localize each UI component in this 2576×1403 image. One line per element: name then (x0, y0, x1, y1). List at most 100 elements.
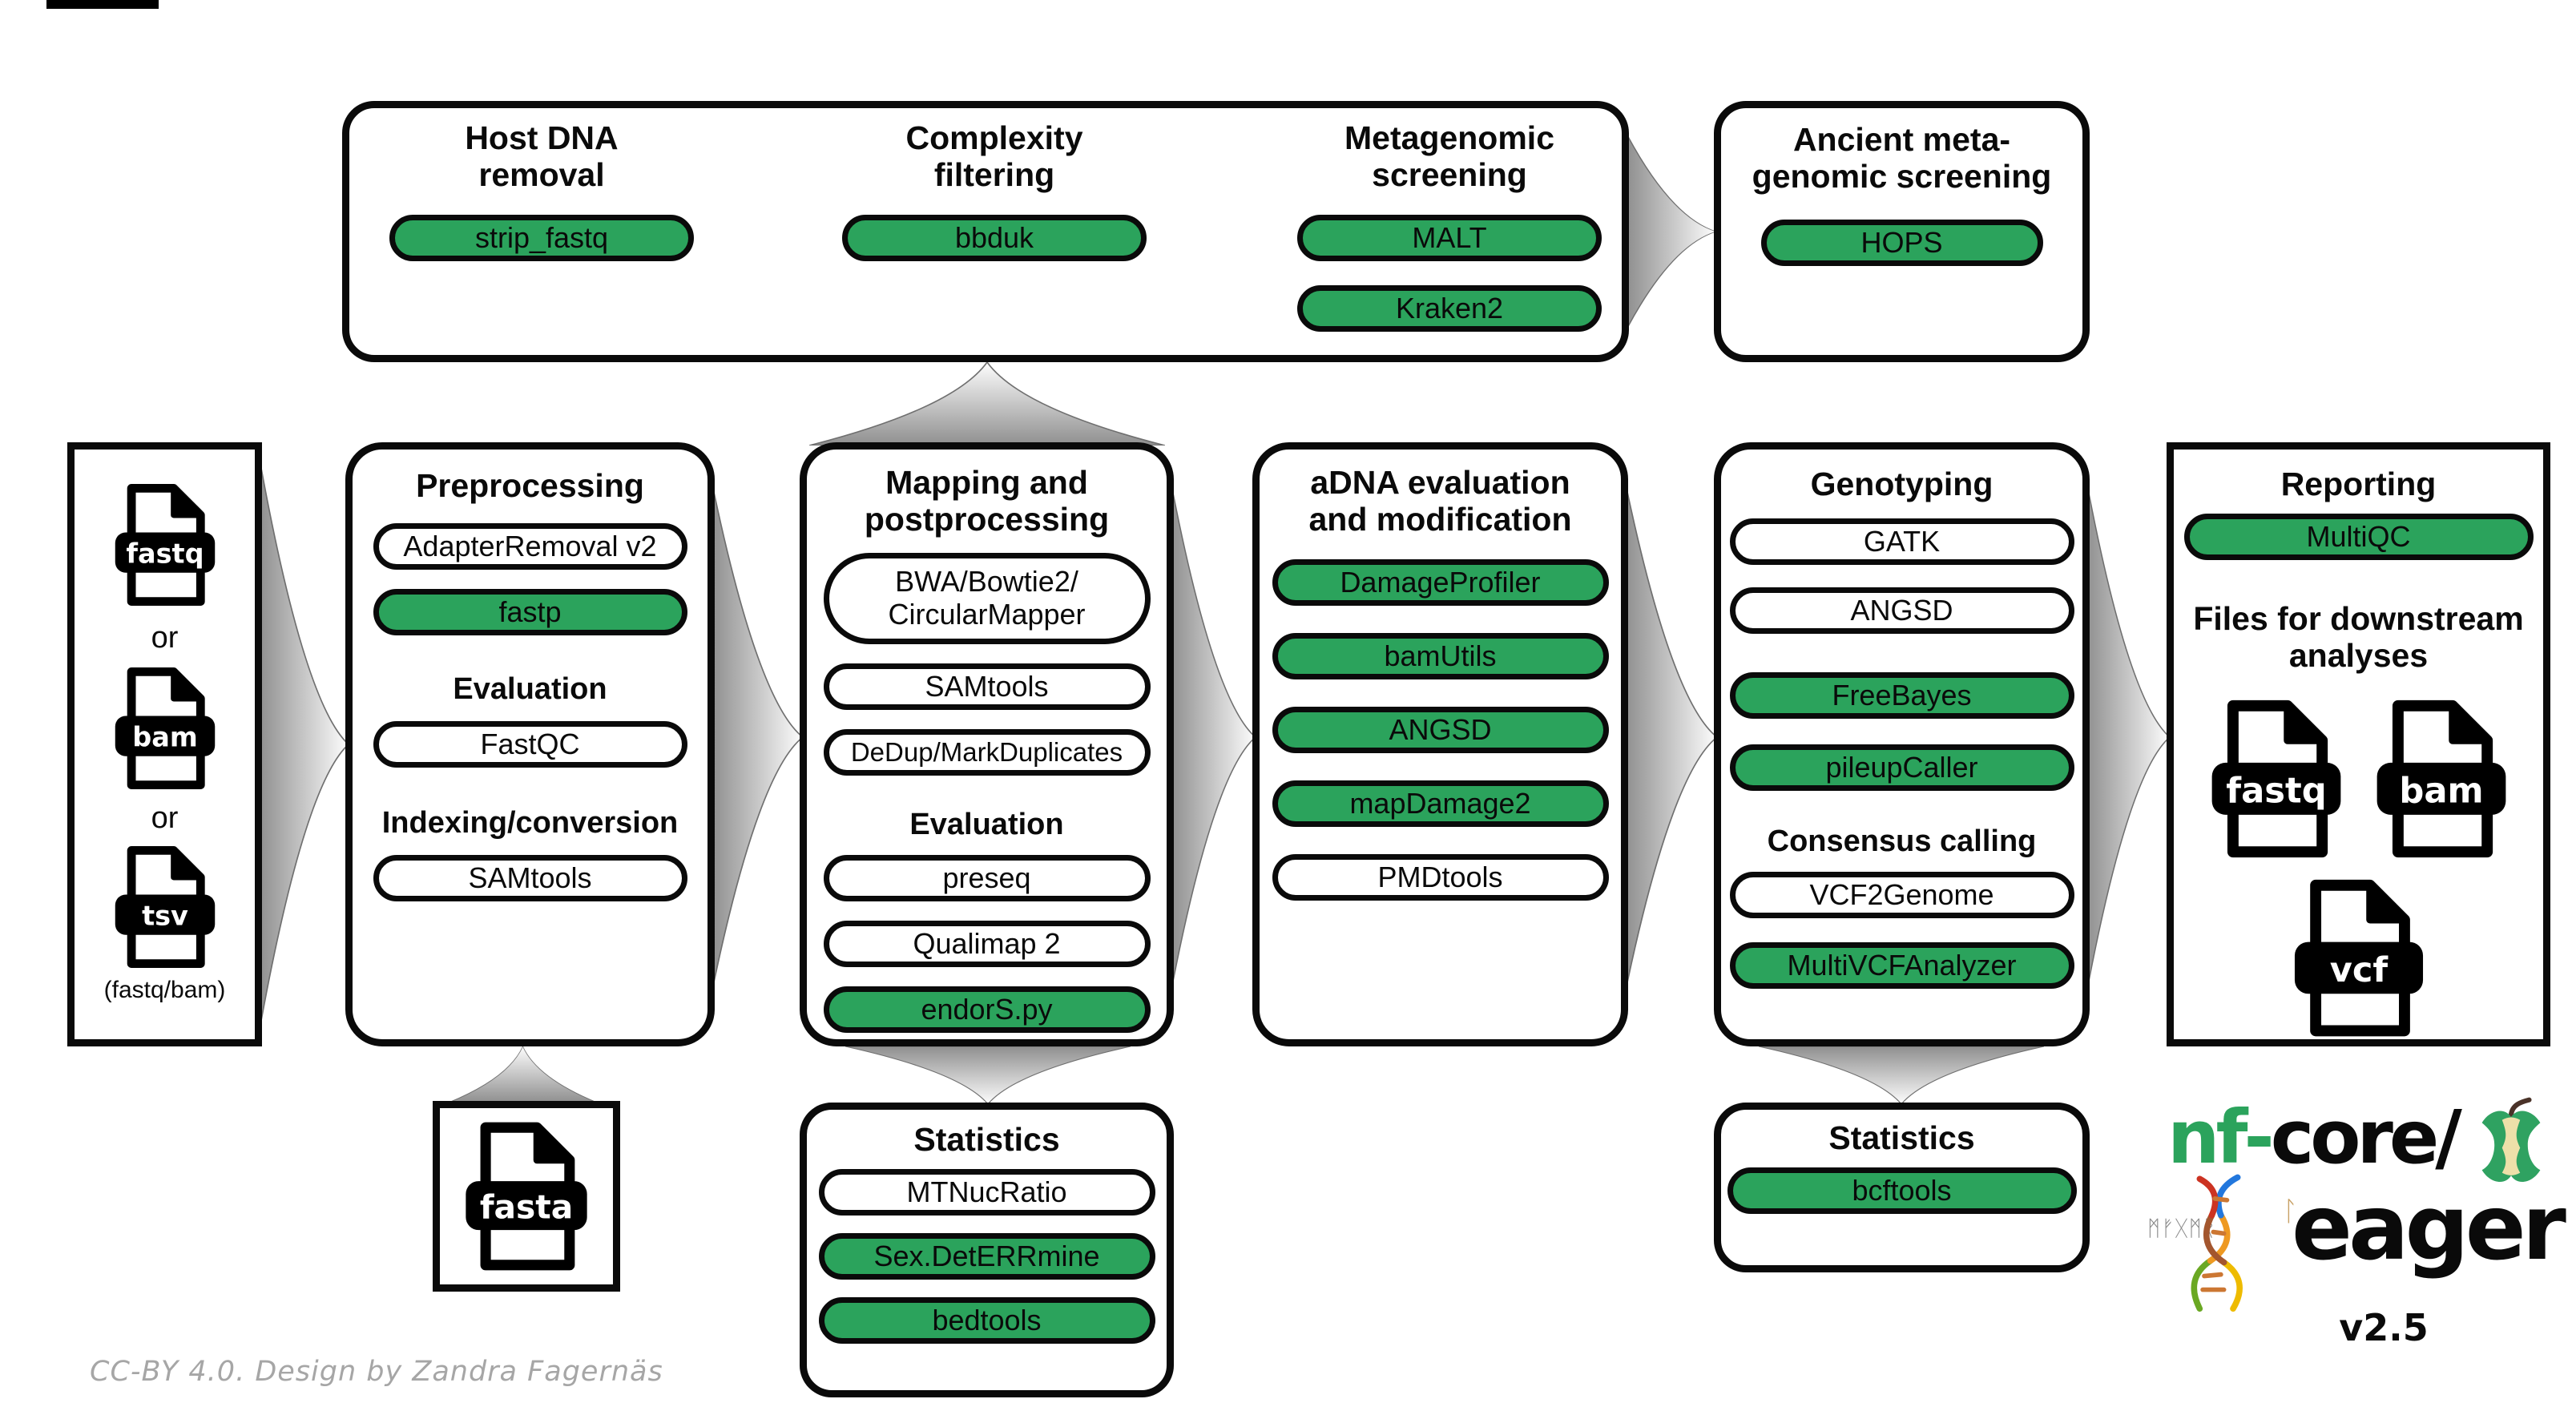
statistics-title: Statistics (1828, 1119, 1975, 1156)
evaluation-heading: Evaluation (453, 672, 607, 707)
statistics-mapping-box: Statistics MTNucRatio Sex.DetERRmine bed… (800, 1103, 1174, 1397)
license-credit-text: CC-BY 4.0. Design by Zandra Fagernäs (90, 1356, 663, 1388)
file-type-label: tsv (142, 901, 188, 932)
tool-label: GATK (1863, 525, 1941, 558)
reporting-title: Reporting (2280, 466, 2437, 502)
tool-label: FreeBayes (1832, 679, 1972, 712)
downstream-heading-line1: Files for downstream (2193, 600, 2524, 638)
bam-file-icon: bam (2376, 699, 2505, 857)
tool-label: Kraken2 (1395, 291, 1504, 325)
flow-arrow-adna-to-genotyping (1625, 481, 1717, 994)
dna-helix-icon (2191, 1174, 2243, 1312)
adna-evaluation-box: aDNA evaluation and modification DamageP… (1252, 442, 1628, 1046)
statistics-title: Statistics (913, 1121, 1060, 1158)
tool-pill-vcf2genome: VCF2Genome (1729, 872, 2074, 919)
logo-nf-text: nf (2167, 1095, 2248, 1180)
fastq-file-icon: fastq (2211, 699, 2340, 857)
input-files-box: fastq or bam or tsv (fastq/bam) (67, 442, 262, 1046)
tool-label: DamageProfiler (1340, 565, 1541, 599)
tool-pill-qualimap2: Qualimap 2 (823, 920, 1151, 967)
tool-label: MTNucRatio (906, 1175, 1067, 1209)
tool-pill-gatk: GATK (1729, 518, 2074, 566)
fasta-file-icon: fasta (466, 1122, 587, 1271)
complexity-filtering-title: Complexity filtering (906, 119, 1083, 194)
host-dna-removal-section: Host DNA removal strip_fastq (369, 119, 714, 261)
genotyping-title: Genotyping (1810, 466, 1993, 502)
flow-arrow-mapping-to-screening-up (809, 362, 1165, 445)
tool-pill-multivcfanalyzer: MultiVCFAnalyzer (1729, 942, 2074, 990)
logo-dash-text: - (2243, 1095, 2275, 1180)
file-type-label: fastq (126, 538, 204, 570)
tool-pill-hops: HOPS (1760, 219, 2043, 266)
genotyping-box: Genotyping GATK ANGSD FreeBayes pileupCa… (1714, 442, 2090, 1046)
mapping-box: Mapping and postprocessing BWA/Bowtie2/ … (800, 442, 1174, 1046)
apple-core-icon (2481, 1097, 2541, 1182)
tool-label: MALT (1412, 220, 1487, 254)
tsv-file-icon: tsv (115, 845, 215, 969)
logo-brand-line: nf-core/ (2167, 1095, 2553, 1195)
tool-pill-fastp: fastp (373, 589, 687, 636)
logo-version-text: v2.5 (2339, 1306, 2429, 1349)
or-separator: or (151, 801, 179, 835)
host-dna-removal-title: Host DNA removal (465, 119, 618, 194)
tool-label: endorS.py (921, 992, 1053, 1026)
tool-label: mapDamage2 (1349, 786, 1531, 820)
metagenomic-screening-title: Metagenomic screening (1344, 119, 1554, 194)
flow-arrow-genotyping-to-statistics-down (1759, 1046, 2044, 1104)
nf-core-eager-logo: nf-core/ ᛗᚠᚷᛗᚱ ᛚ eager v2.5 (2147, 1095, 2572, 1364)
tool-label-line1: BWA/Bowtie2/ (895, 565, 1078, 599)
tool-pill-sexdeterrmine: Sex.DetERRmine (818, 1233, 1155, 1280)
indexing-conversion-heading: Indexing/conversion (381, 806, 679, 841)
input-format-note: (fastq/bam) (103, 977, 226, 1003)
tool-pill-pileupcaller: pileupCaller (1729, 744, 2074, 792)
tool-label: ANGSD (1389, 712, 1492, 746)
tool-label: BWA/Bowtie2/ CircularMapper (888, 566, 1085, 631)
flow-arrow-genotyping-to-reporting (2086, 481, 2170, 994)
vcf-file-icon: vcf (2294, 879, 2423, 1037)
bam-file-icon: bam (115, 667, 215, 790)
ancient-metagenomic-screening-box: Ancient meta- genomic screening HOPS (1714, 101, 2090, 362)
tool-label: HOPS (1860, 225, 1943, 259)
flow-arrow-mapping-to-statistics-down (845, 1046, 1131, 1104)
file-type-label: fasta (480, 1188, 573, 1227)
downstream-files-heading: Files for downstream analyses (2193, 600, 2523, 675)
logo-eager-text: eager (2292, 1176, 2566, 1280)
tool-label: SAMtools (925, 669, 1049, 703)
statistics-genotyping-box: Statistics bcftools (1714, 1103, 2090, 1272)
metagenomic-title-line2: screening (1372, 156, 1527, 194)
evaluation-heading: Evaluation (909, 807, 1064, 841)
file-type-label: bam (2399, 771, 2483, 811)
tool-label: AdapterRemoval v2 (403, 530, 657, 563)
or-separator: or (151, 621, 179, 655)
tool-label-line2: CircularMapper (888, 597, 1086, 631)
tool-label: Sex.DetERRmine (873, 1240, 1100, 1273)
tool-pill-preseq: preseq (823, 854, 1151, 901)
tool-pill-bcftools: bcftools (1727, 1167, 2077, 1215)
tool-label: VCF2Genome (1809, 878, 1994, 912)
flow-arrow-preprocessing-to-mapping (712, 481, 803, 994)
adna-title-line1: aDNA evaluation (1310, 464, 1570, 501)
tool-pill-kraken2: Kraken2 (1297, 284, 1602, 332)
tool-label: bcftools (1852, 1174, 1952, 1207)
mapping-title: Mapping and postprocessing (865, 464, 1109, 538)
adna-title-line2: and modification (1308, 501, 1572, 538)
flow-arrow-fasta-to-preprocessing-up (449, 1046, 597, 1103)
downstream-file-icons-row: fastq bam (2208, 697, 2509, 861)
logo-core-text: core/ (2270, 1095, 2462, 1180)
downstream-heading-line2: analyses (2288, 637, 2429, 675)
tool-pill-strip-fastq: strip_fastq (389, 214, 694, 261)
complexity-title-line1: Complexity (905, 119, 1083, 156)
tool-pill-damageprofiler: DamageProfiler (1272, 558, 1609, 606)
tool-pill-samtools: SAMtools (373, 855, 687, 902)
host-title-line1: Host DNA (465, 119, 619, 156)
tool-label: bbduk (954, 220, 1034, 254)
tool-pill-bamutils: bamUtils (1272, 632, 1609, 679)
logo-name-line: ᛗᚠᚷᛗᚱ ᛚ eager v2.5 (2147, 1099, 2572, 1364)
tool-label: preseq (942, 861, 1031, 894)
tool-pill-multiqc: MultiQC (2183, 514, 2534, 561)
tool-pill-bbduk: bbduk (842, 214, 1147, 261)
fastq-file-icon: fastq (115, 483, 215, 607)
tool-label: fastp (498, 595, 562, 629)
tool-label: PMDtools (1377, 860, 1503, 893)
tool-label: ANGSD (1850, 594, 1953, 627)
